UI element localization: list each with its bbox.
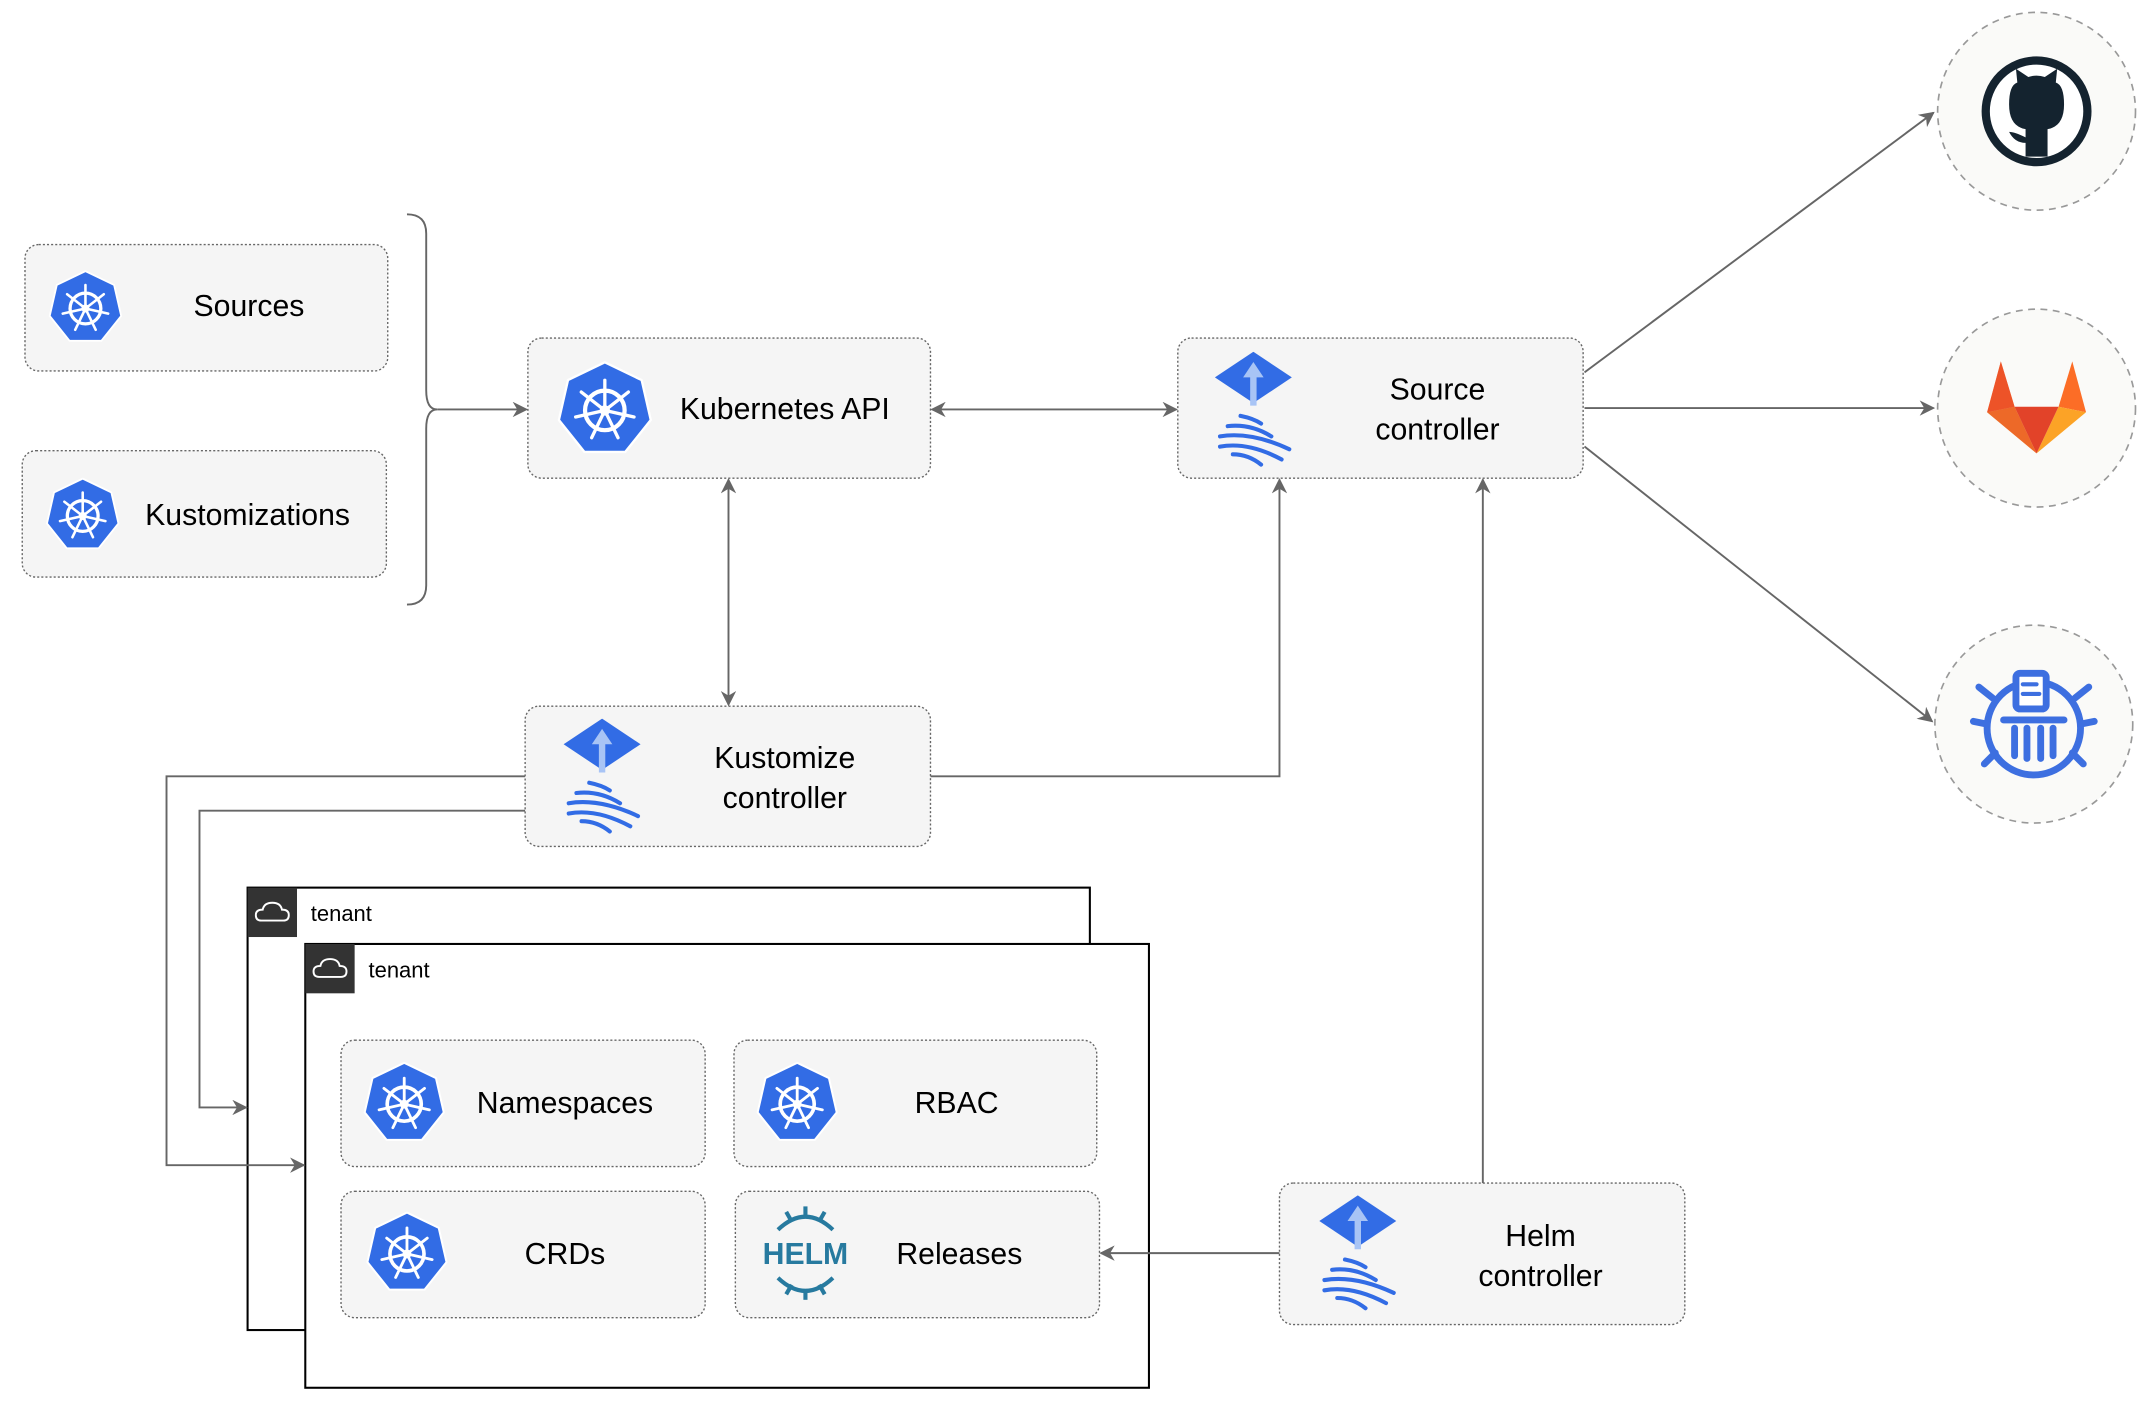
external-github[interactable] bbox=[1936, 11, 2137, 212]
node-rbac[interactable]: RBAC bbox=[733, 1039, 1098, 1168]
node-kustomize-controller[interactable]: Kustomize controller bbox=[524, 705, 932, 848]
node-label-line1: Kustomize bbox=[714, 742, 855, 775]
node-kustomizations[interactable]: Kustomizations bbox=[21, 449, 388, 578]
external-gitlab[interactable] bbox=[1936, 308, 2137, 508]
node-source-controller[interactable]: Source controller bbox=[1177, 337, 1584, 479]
edge-kustomize-to-tenant-front bbox=[165, 775, 526, 1173]
node-label-line2: controller bbox=[723, 782, 847, 815]
node-crds[interactable]: CRDs bbox=[340, 1190, 706, 1319]
node-label: Sources bbox=[194, 290, 305, 323]
external-bucket[interactable] bbox=[1934, 624, 2134, 824]
node-label-line2: controller bbox=[1375, 414, 1499, 447]
gitlab-icon bbox=[1987, 361, 2087, 454]
cloud-icon bbox=[247, 887, 298, 938]
node-label-line2: controller bbox=[1478, 1260, 1602, 1293]
tenant-label: tenant bbox=[369, 958, 430, 983]
node-label: CRDs bbox=[525, 1238, 606, 1271]
node-releases[interactable]: HELM Releases bbox=[734, 1190, 1101, 1319]
helm-logo-text: HELM bbox=[763, 1238, 849, 1271]
cloud-icon bbox=[305, 943, 355, 994]
edge-source-to-github bbox=[1583, 111, 1935, 374]
edge-kustomize-to-tenant-back bbox=[198, 809, 526, 1116]
bucket-icon bbox=[1969, 669, 2098, 779]
github-icon bbox=[1981, 56, 2092, 167]
node-helm-controller[interactable]: Helm controller bbox=[1278, 1182, 1686, 1326]
tenant-label: tenant bbox=[311, 901, 372, 926]
node-namespaces[interactable]: Namespaces bbox=[340, 1039, 706, 1168]
node-label-line1: Helm bbox=[1505, 1220, 1576, 1253]
brace bbox=[406, 213, 438, 606]
node-sources[interactable]: Sources bbox=[24, 243, 389, 372]
edges bbox=[165, 111, 1936, 1261]
node-label: RBAC bbox=[915, 1087, 999, 1120]
node-label: Releases bbox=[896, 1238, 1022, 1271]
helm-icon: HELM bbox=[763, 1206, 849, 1300]
node-label: Kubernetes API bbox=[680, 393, 890, 426]
edge-kustomize-to-source bbox=[930, 477, 1288, 778]
edge-source-to-bucket bbox=[1583, 445, 1934, 723]
node-label: Kustomizations bbox=[145, 499, 350, 532]
node-kubernetes-api[interactable]: Kubernetes API bbox=[527, 337, 932, 479]
node-label: Namespaces bbox=[477, 1087, 653, 1120]
node-label-line1: Source bbox=[1390, 374, 1486, 407]
